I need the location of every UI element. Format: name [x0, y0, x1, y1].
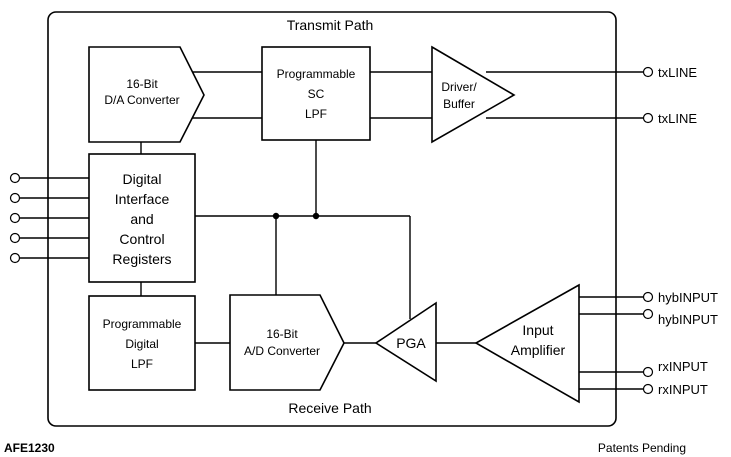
svg-text:Interface: Interface — [115, 191, 170, 207]
pin-label-rxinput: rxINPUT — [658, 382, 708, 397]
wires — [20, 71, 643, 390]
transmit-path-label: Transmit Path — [287, 17, 374, 33]
input-amplifier-block: Input Amplifier — [474, 283, 580, 404]
sc-lpf-block: Programmable SC LPF — [261, 46, 371, 141]
svg-text:Input: Input — [522, 322, 553, 338]
svg-text:A/D Converter: A/D Converter — [244, 344, 320, 358]
adc-block: 16-Bit A/D Converter — [229, 294, 345, 391]
pin-circle — [9, 192, 21, 204]
pin-circle — [9, 212, 21, 224]
svg-text:LPF: LPF — [305, 107, 327, 121]
digital-interface-block: Digital Interface and Control Registers — [88, 153, 196, 283]
svg-text:PGA: PGA — [396, 335, 426, 351]
svg-text:Driver/: Driver/ — [441, 80, 477, 94]
svg-text:LPF: LPF — [131, 357, 153, 371]
svg-text:Programmable: Programmable — [103, 317, 182, 331]
svg-text:Control: Control — [119, 231, 164, 247]
receive-path-label: Receive Path — [288, 400, 371, 416]
driver-buffer-block: Driver/ Buffer — [431, 45, 516, 144]
pin-label-rxinput: rxINPUT — [658, 359, 708, 374]
svg-text:Buffer: Buffer — [443, 97, 475, 111]
svg-text:and: and — [130, 211, 153, 227]
pin-label-txline: txLINE — [658, 65, 697, 80]
dac-block: 16-Bit D/A Converter — [88, 46, 205, 143]
pin-circle — [9, 252, 21, 264]
svg-text:Amplifier: Amplifier — [511, 342, 566, 358]
pin-label-hybinput: hybINPUT — [658, 312, 718, 327]
part-number: AFE1230 — [4, 441, 55, 455]
svg-text:16-Bit: 16-Bit — [266, 327, 298, 341]
svg-text:D/A Converter: D/A Converter — [104, 93, 179, 107]
svg-text:Digital: Digital — [125, 337, 158, 351]
pin-label-txline: txLINE — [658, 111, 697, 126]
pin-circle — [9, 232, 21, 244]
pin-circle — [9, 172, 21, 184]
junction-dot — [272, 212, 280, 220]
svg-text:Digital: Digital — [123, 171, 162, 187]
left-pins — [9, 172, 21, 264]
right-pins — [642, 66, 654, 395]
pga-block: PGA — [374, 301, 437, 383]
svg-text:Registers: Registers — [112, 251, 171, 267]
svg-text:16-Bit: 16-Bit — [126, 77, 158, 91]
junction-dot — [312, 212, 320, 220]
pin-label-hybinput: hybINPUT — [658, 290, 718, 305]
patents-pending-note: Patents Pending — [598, 441, 686, 455]
digital-lpf-block: Programmable Digital LPF — [88, 295, 196, 391]
svg-text:SC: SC — [308, 87, 325, 101]
svg-text:Programmable: Programmable — [277, 67, 356, 81]
